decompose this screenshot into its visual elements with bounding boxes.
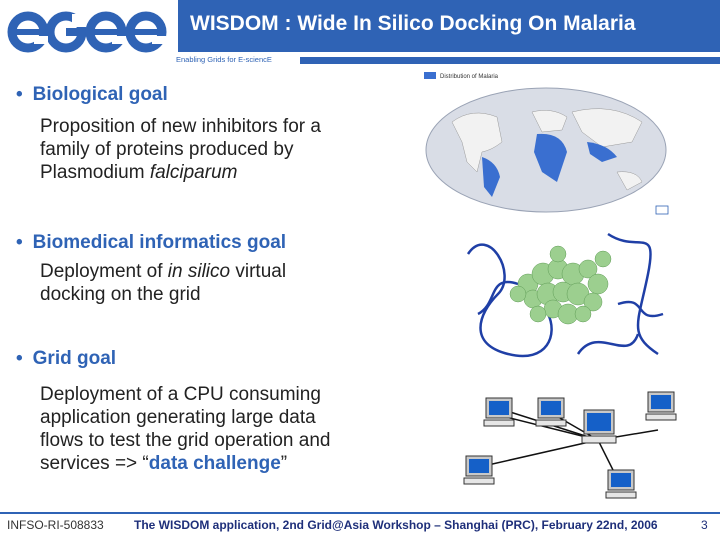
map-caption: Distribution of Malaria <box>440 74 499 80</box>
text-line: flows to test the grid operation and <box>40 430 331 451</box>
computer-icons <box>463 391 677 499</box>
tagline: Enabling Grids for E-sciencE <box>176 55 272 64</box>
text-line: family of proteins produced by <box>40 139 294 160</box>
text-line: Proposition of new inhibitors for a <box>40 116 321 137</box>
text-line: services => “data challenge” <box>40 453 288 474</box>
heading-biomedical-goal: Biomedical informatics goal <box>32 232 287 253</box>
biomedical-goal-text: Deployment of in silico virtual docking … <box>40 260 286 306</box>
grid-goal-text: Deployment of a CPU consuming applicatio… <box>40 383 330 475</box>
bullet-grid-goal: •Grid goal <box>16 348 117 369</box>
protein-structure-image <box>466 232 664 358</box>
egee-logo <box>7 11 167 53</box>
slide-title: WISDOM : Wide In Silico Docking On Malar… <box>190 12 636 35</box>
text-line: docking on the grid <box>40 284 201 305</box>
text-line: Deployment of a CPU consuming <box>40 384 321 405</box>
footer-project-id: INFSO-RI-508833 <box>7 518 104 532</box>
bullet-biomedical-goal: •Biomedical informatics goal <box>16 232 287 253</box>
text-line: application generating large data <box>40 407 316 428</box>
page-number: 3 <box>701 518 708 532</box>
footer-divider <box>0 512 720 514</box>
subtitle-bar <box>300 57 720 64</box>
heading-grid-goal: Grid goal <box>32 348 117 369</box>
slide-header: WISDOM : Wide In Silico Docking On Malar… <box>0 0 720 64</box>
text-line: Plasmodium falciparum <box>40 162 238 183</box>
bullet-biological-goal: •Biological goal <box>16 84 168 105</box>
slide-footer <box>0 510 720 540</box>
computer-grid-image <box>463 391 677 499</box>
malaria-distribution-map: Distribution of Malaria <box>424 72 669 215</box>
title-bar <box>178 0 720 52</box>
text-line: Deployment of in silico virtual <box>40 261 287 282</box>
heading-biological-goal: Biological goal <box>32 84 168 105</box>
biological-goal-text: Proposition of new inhibitors for a fami… <box>40 115 321 184</box>
footer-event-text: The WISDOM application, 2nd Grid@Asia Wo… <box>134 518 658 532</box>
